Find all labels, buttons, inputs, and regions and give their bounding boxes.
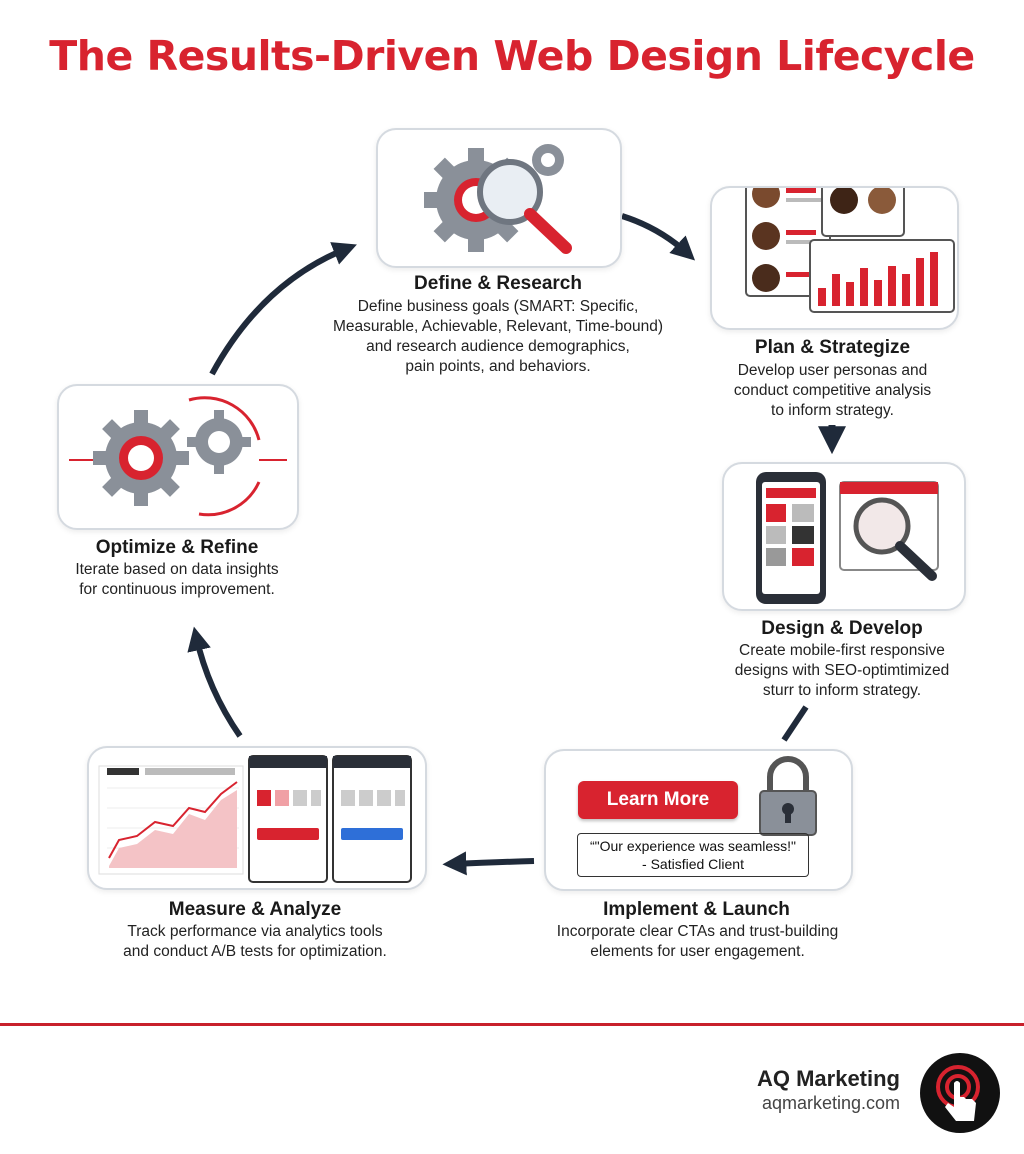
brand-name: AQ Marketing [756,1066,900,1091]
arrow-measure-to-optimize [187,626,243,738]
desc-line: Iterate based on data insights [75,561,279,578]
stage-desc-implement: Incorporate clear CTAs and trust-buildin… [520,922,875,962]
stage-desc-design: Create mobile-first responsive designs w… [712,641,972,701]
implement-launch-card [544,749,853,891]
define-research-card [376,128,622,268]
stage-desc-define: Define business goals (SMART: Specific, … [318,297,678,377]
desc-line: sturr to inform strategy. [762,682,922,699]
arrow-implement-to-measure [442,851,535,876]
stage-title-implement: Implement & Launch [603,899,790,920]
stage-title-define: Define & Research [414,273,582,294]
stage-desc-plan: Develop user personas and conduct compet… [700,361,965,421]
desc-line: and research audience demographics, [366,338,630,355]
design-develop-card [722,462,966,611]
desc-line: Incorporate clear CTAs and trust-buildin… [556,923,839,940]
page-title: The Results-Driven Web Design Lifecycle [49,32,975,80]
desc-line: Measurable, Achievable, Relevant, Time-b… [333,318,663,335]
smartphone-magnifier-icon [756,472,939,604]
arrow-design-to-implement [781,705,809,742]
persona-chart-icon [745,175,955,313]
stage-title-plan: Plan & Strategize [754,337,911,358]
gear-magnifier-icon [424,144,572,254]
desc-line: Create mobile-first responsive [739,642,945,659]
stage-title-optimize: Optimize & Refine [95,537,259,558]
line-chart-ab-test-icon [98,755,412,883]
desc-line: elements for user engagement. [590,943,805,960]
desc-line: Define business goals (SMART: Specific, [357,298,639,315]
desc-line: designs with SEO-optimtimized [734,662,950,679]
stage-desc-measure: Track performance via analytics tools an… [70,922,440,962]
cycle-gears-icon [69,396,287,517]
lock-icon [759,756,817,836]
desc-line: for continuous improvement. [79,581,275,598]
arrow-optimize-to-define [209,242,357,376]
stage-title-measure: Measure & Analyze [168,899,342,920]
desc-line: pain points, and behaviors. [405,358,591,375]
brand-logo [920,1053,1000,1133]
plan-strategize-card [710,175,959,330]
tap-hand-icon [936,1065,980,1121]
quote-line: “"Our experience was seamless!" [589,838,796,854]
learn-more-button[interactable]: Learn More [578,781,738,819]
measure-analyze-card [87,746,427,890]
desc-line: Develop user personas and [737,362,928,379]
desc-line: to inform strategy. [771,402,894,419]
stage-desc-optimize: Iterate based on data insights for conti… [42,560,312,600]
desc-line: conduct competitive analysis [733,382,932,399]
optimize-refine-card [57,384,299,530]
desc-line: and conduct A/B tests for optimization. [123,943,387,960]
brand-url[interactable]: aqmarketing.com [761,1093,900,1113]
desc-line: Track performance via analytics tools [127,923,383,940]
arrow-define-to-plan [621,213,696,261]
stage-title-design: Design & Develop [761,618,923,639]
testimonial-quote: “"Our experience was seamless!" - Satisf… [577,833,809,877]
quote-attribution: - Satisfied Client [642,856,744,872]
footer-divider [0,1023,1024,1026]
